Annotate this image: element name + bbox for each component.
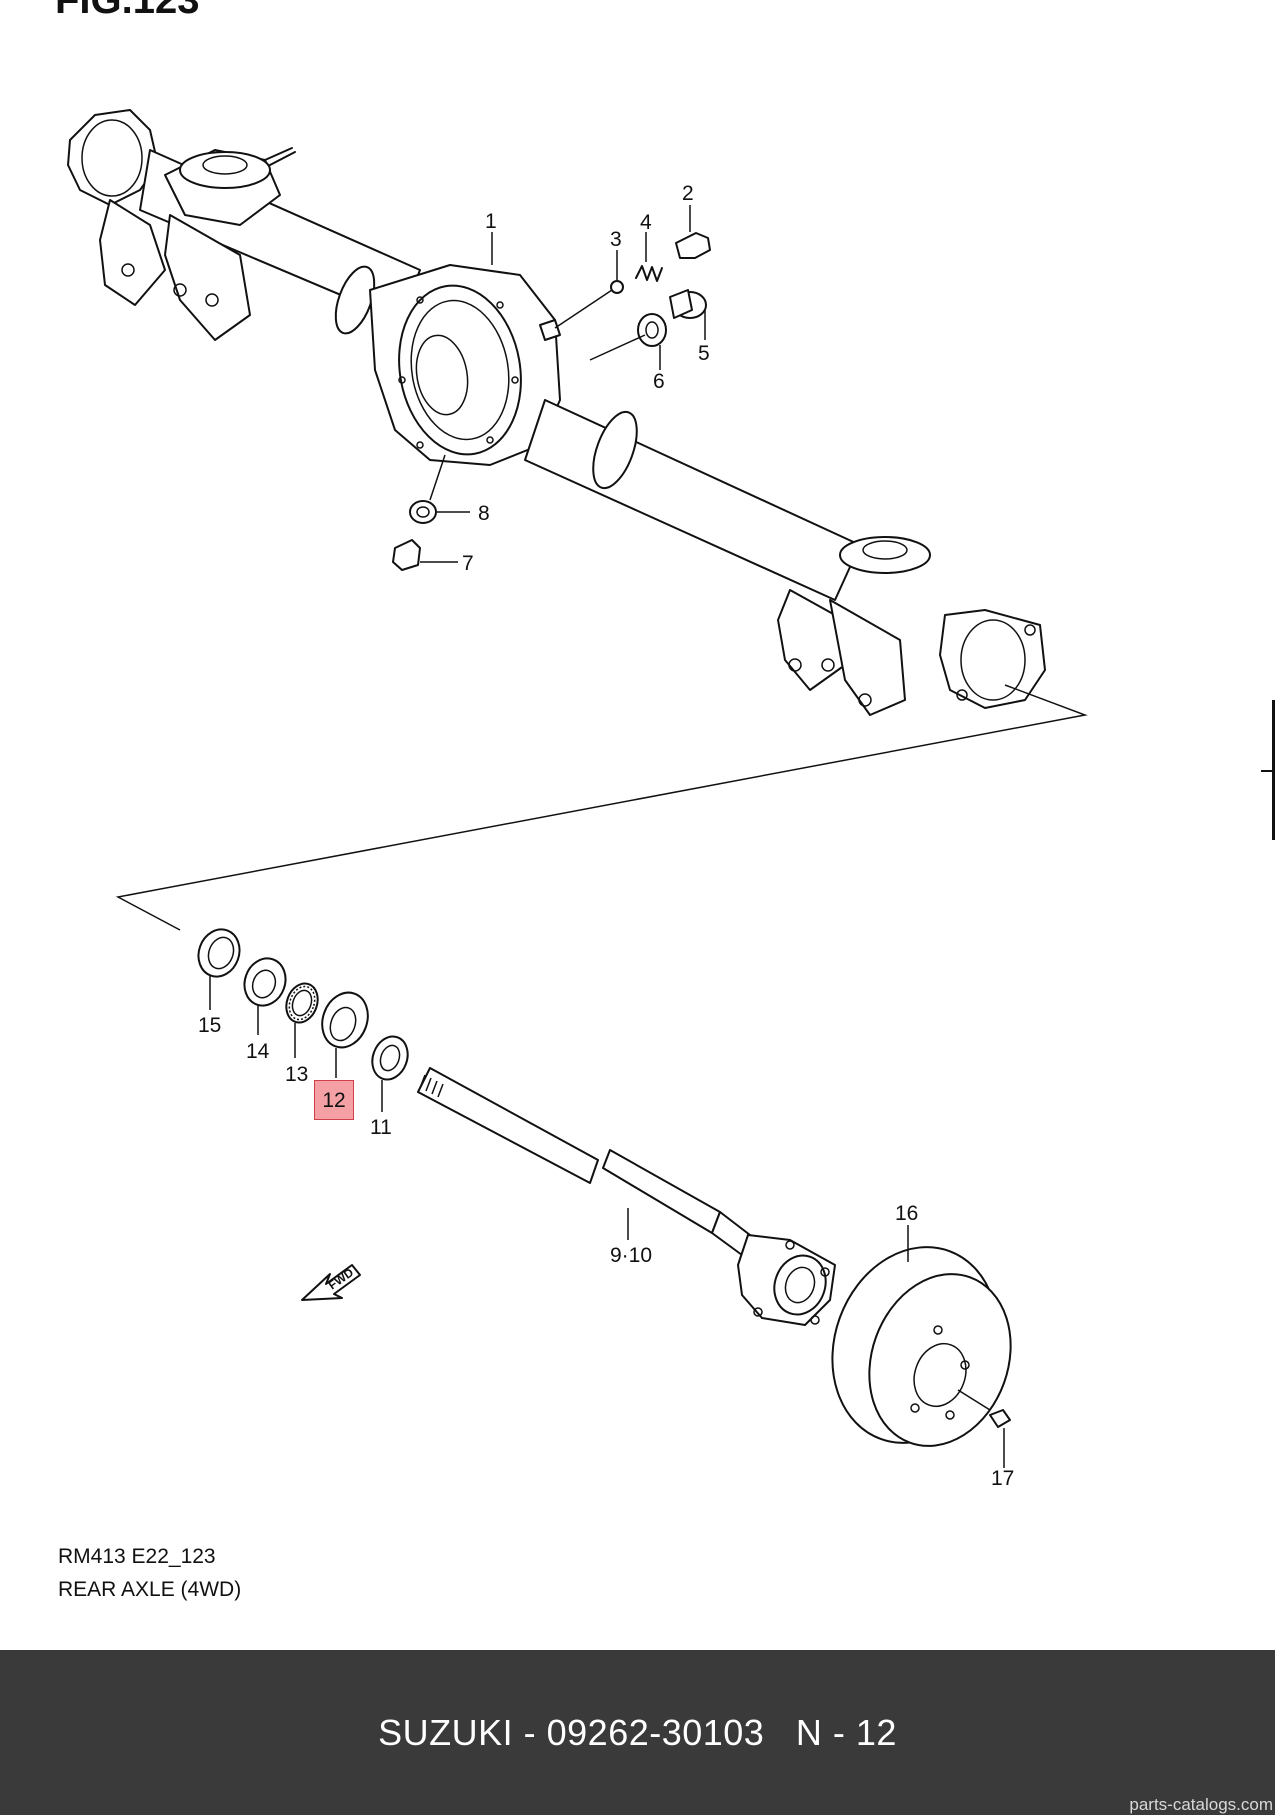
part-number-6: 6: [653, 370, 665, 393]
part-6-washer[interactable]: [589, 313, 667, 370]
part-14-retainer-ring[interactable]: [238, 953, 292, 1035]
page-edge-tick: [1261, 770, 1275, 772]
part-number-17: 17: [991, 1467, 1014, 1490]
watermark: parts-catalogs.com: [1129, 1795, 1273, 1814]
part-number-1: 1: [485, 210, 497, 233]
fwd-arrow-icon: FWD: [301, 1264, 361, 1301]
part-number-2: 2: [682, 182, 694, 205]
part-12-bearing[interactable]: [315, 986, 375, 1078]
part-number-11: 11: [370, 1116, 392, 1139]
part-number-4: 4: [640, 211, 652, 234]
figure-title: FIG.123: [55, 0, 200, 22]
part-3-cap[interactable]: [610, 250, 624, 294]
rear-axle-exploded-diagram: 1 3 4 2 5 6 8: [67, 109, 1088, 1490]
diagram-title: REAR AXLE (4WD): [58, 1578, 242, 1601]
part-number-8: 8: [478, 502, 490, 525]
part-number-16: 16: [895, 1202, 918, 1225]
part-7-bolt[interactable]: [392, 539, 458, 571]
part-number-3: 3: [610, 228, 622, 251]
part-number-15: 15: [198, 1014, 221, 1037]
part-number-14: 14: [246, 1040, 270, 1063]
assembly-connector-line: [115, 684, 1088, 931]
part-15-seal[interactable]: [192, 924, 246, 1010]
part-11-oil-seal[interactable]: [367, 1032, 414, 1112]
diagram-code: RM413 E22_123: [58, 1545, 216, 1568]
part-4-spring[interactable]: [635, 232, 663, 282]
part-number-13: 13: [285, 1063, 308, 1086]
axle-shaft[interactable]: [417, 1067, 836, 1326]
breather[interactable]: [539, 289, 613, 341]
brake-drum[interactable]: [806, 1224, 1034, 1467]
part-2-plug[interactable]: [675, 205, 711, 259]
part-number-7: 7: [462, 552, 474, 575]
part-13-bearing[interactable]: [281, 979, 323, 1058]
highlighted-part-number-12[interactable]: 12: [314, 1080, 354, 1120]
part-number-5: 5: [698, 342, 710, 365]
part-info-text: SUZUKI - 09262-30103 N - 12: [378, 1712, 897, 1753]
part-number-9-10: 9·10: [610, 1244, 652, 1267]
axle-housing[interactable]: [67, 109, 1046, 716]
part-17-screw[interactable]: [989, 1409, 1011, 1468]
part-8-washer[interactable]: [409, 454, 470, 524]
part-5-bolt[interactable]: [669, 289, 707, 340]
footer-bar: SUZUKI - 09262-30103 N - 12: [0, 1650, 1275, 1815]
